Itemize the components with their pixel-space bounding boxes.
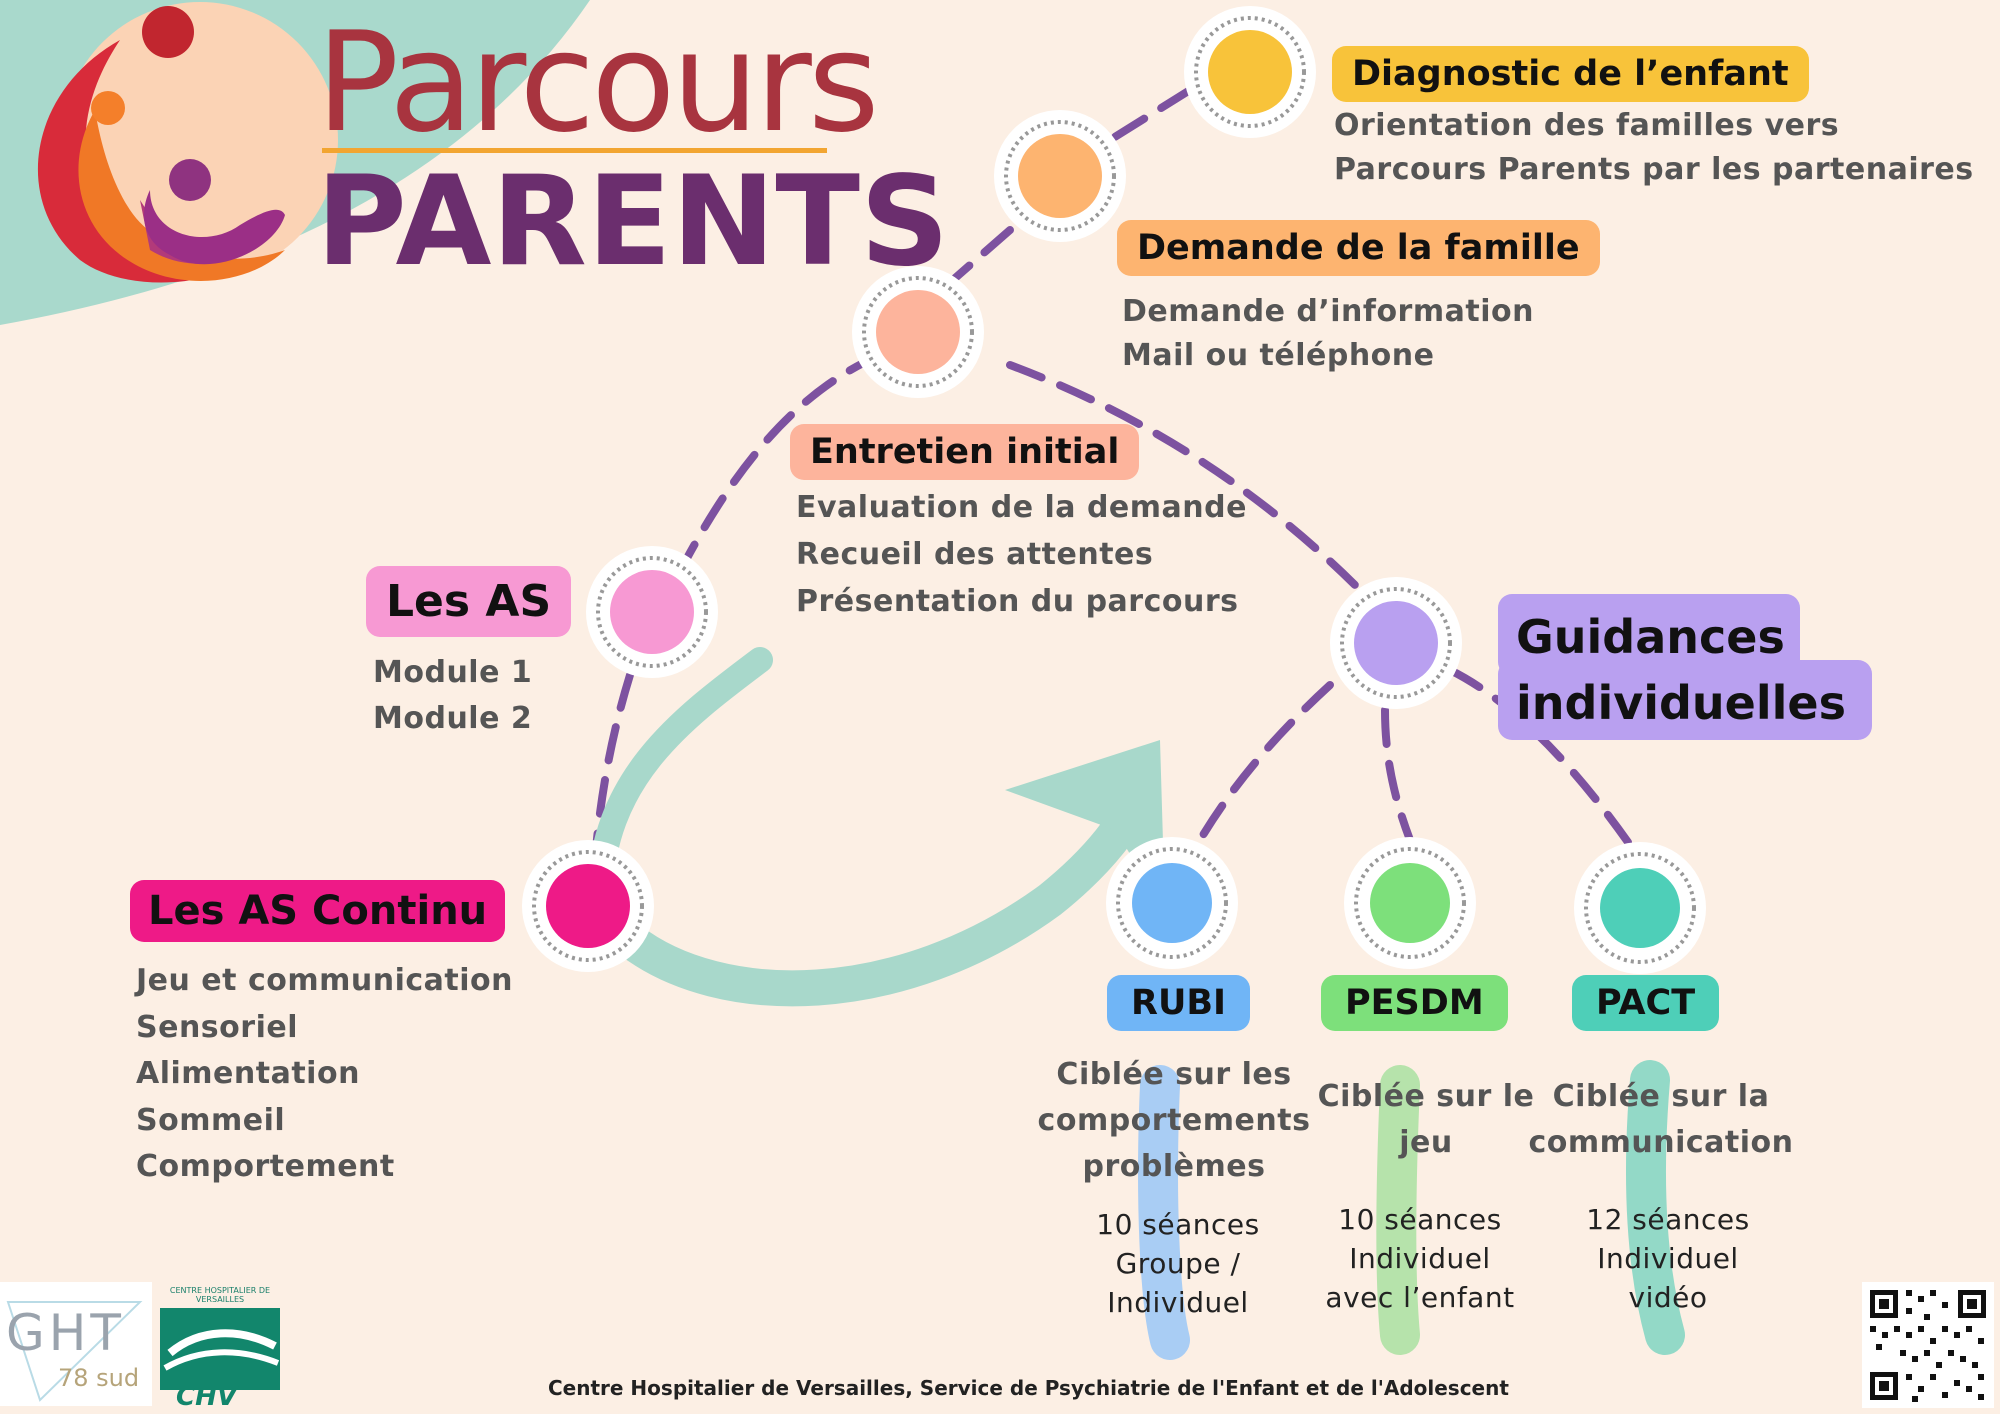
step-desc-line: Parcours Parents par les partenaires (1334, 152, 1974, 187)
step-title-diagnostic: Diagnostic de l’enfant (1332, 46, 1809, 102)
program-details-rubi: 10 séances Groupe / Individuel (1058, 1205, 1298, 1322)
program-desc-pact: Ciblée sur la communication (1520, 1074, 1802, 1166)
guidances-line-1: Guidances (1516, 610, 1785, 664)
ght-logo-subtext: 78 sud (58, 1364, 140, 1392)
qr-code-icon[interactable] (1862, 1282, 1994, 1408)
step-desc-line: Comportement (136, 1149, 395, 1184)
program-desc-line: jeu (1399, 1125, 1453, 1160)
step-desc-line: Sommeil (136, 1102, 286, 1138)
chv-logo-header: CENTRE HOSPITALIER DE VERSAILLES (169, 1286, 271, 1304)
qr-code-graphic (1862, 1282, 1994, 1408)
step-desc-line: Module 2 (373, 701, 533, 736)
step-desc-entretien: Evaluation de la demande Recueil des att… (796, 484, 1247, 625)
program-desc-line: communication (1528, 1125, 1794, 1160)
node-demande (994, 110, 1126, 242)
guidances-line-2: individuelles (1516, 676, 1846, 730)
program-detail-line: 10 séances (1338, 1203, 1502, 1236)
program-title-pact: PACT (1572, 975, 1720, 1031)
step-title-les-as-continu: Les AS Continu (130, 880, 506, 942)
step-desc-line: Orientation des familles vers (1334, 108, 1840, 143)
program-detail-line: avec l’enfant (1325, 1281, 1515, 1314)
step-desc-diagnostic: Orientation des familles vers Parcours P… (1334, 104, 1974, 192)
arrow-continu-to-guidances (587, 647, 1165, 1007)
program-desc-line: problèmes (1082, 1149, 1266, 1184)
step-desc-les-as-continu: Jeu et communication Sensoriel Alimentat… (136, 958, 513, 1191)
ght-logo: GHT 78 sud (0, 1282, 152, 1406)
logo-title-parents: PARENTS (316, 150, 950, 294)
step-desc-line: Sensoriel (136, 1009, 298, 1045)
logo-emblem-icon (37, 2, 338, 283)
node-entretien (852, 266, 984, 398)
step-desc-line: Jeu et communication (136, 963, 513, 998)
step-desc-line: Présentation du parcours (796, 584, 1239, 619)
program-detail-line: 10 séances (1096, 1208, 1260, 1241)
program-desc-line: Ciblée sur les (1056, 1057, 1292, 1092)
ght-triangle-icon (6, 1301, 143, 1402)
step-desc-line: Mail ou téléphone (1122, 338, 1435, 373)
program-detail-line: Individuel (1107, 1286, 1249, 1319)
step-title-entretien: Entretien initial (790, 424, 1140, 480)
ght-logo-text: GHT (6, 1304, 125, 1362)
logo-divider (322, 148, 827, 153)
step-desc-line: Evaluation de la demande (796, 490, 1247, 525)
node-les-as-continu (522, 840, 654, 972)
guidances-tag-bg-2 (1498, 660, 1872, 740)
node-pact (1574, 842, 1706, 974)
node-pesdm (1344, 837, 1476, 969)
step-desc-line: Demande d’information (1122, 294, 1534, 329)
program-desc-rubi: Ciblée sur les comportements problèmes (1032, 1052, 1316, 1190)
logo-title-parcours: Parcours (316, 2, 880, 163)
chv-logo: CENTRE HOSPITALIER DE VERSAILLES CHV (156, 1282, 284, 1412)
program-title-rubi: RUBI (1107, 975, 1251, 1031)
step-title-guidances: Guidances individuelles (1516, 604, 1846, 736)
chv-emblem-icon (160, 1308, 280, 1390)
program-desc-pesdm: Ciblée sur le jeu (1276, 1074, 1576, 1166)
node-les-as (586, 546, 718, 678)
step-title-les-as: Les AS (366, 566, 572, 637)
step-desc-line: Alimentation (136, 1056, 360, 1091)
program-desc-line: comportements (1037, 1103, 1311, 1138)
program-detail-line: Individuel (1597, 1242, 1739, 1275)
chv-logo-text: CHV (176, 1382, 237, 1412)
step-desc-line: Recueil des attentes (796, 537, 1154, 572)
node-guidances (1330, 577, 1462, 709)
program-details-pact: 12 séances Individuel vidéo (1548, 1200, 1788, 1317)
brush-strokes (1138, 1060, 1685, 1360)
program-title-pesdm: PESDM (1321, 975, 1508, 1031)
footer-text: Centre Hospitalier de Versailles, Servic… (548, 1376, 1509, 1400)
node-rubi (1106, 837, 1238, 969)
step-desc-demande: Demande d’information Mail ou téléphone (1122, 290, 1534, 378)
program-detail-line: Individuel (1349, 1242, 1491, 1275)
program-detail-line: Groupe / (1115, 1247, 1241, 1280)
step-desc-les-as: Module 1 Module 2 (373, 650, 532, 742)
node-diagnostic (1184, 6, 1316, 138)
step-desc-line: Module 1 (373, 655, 533, 690)
program-detail-line: 12 séances (1586, 1203, 1750, 1236)
program-desc-line: Ciblée sur la (1552, 1079, 1770, 1114)
program-details-pesdm: 10 séances Individuel avec l’enfant (1300, 1200, 1540, 1317)
program-desc-line: Ciblée sur le (1317, 1079, 1535, 1114)
program-detail-line: vidéo (1628, 1281, 1708, 1314)
step-title-demande: Demande de la famille (1117, 220, 1600, 276)
